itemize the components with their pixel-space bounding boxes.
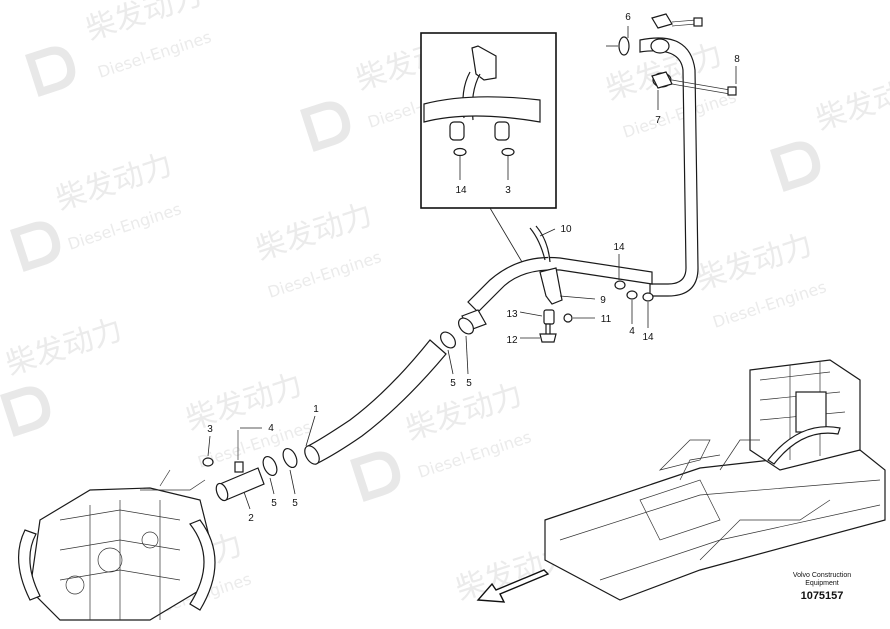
- watermark-logo: [10, 221, 61, 272]
- inset-callout: 3: [505, 185, 511, 196]
- callout-12: 12: [506, 335, 518, 346]
- watermark-text-cn: 柴发动力: [812, 67, 890, 137]
- clamp-5c: [262, 455, 278, 477]
- chassis-frame: [544, 449, 886, 601]
- callout-11: 11: [601, 314, 612, 325]
- inset-pointer: [489, 207, 523, 263]
- callout-13: 13: [506, 309, 518, 320]
- inset-bracket: [471, 45, 497, 81]
- leader-lines: [207, 26, 737, 510]
- inset-callout: 14: [455, 185, 467, 196]
- flexible-hose-1: [307, 339, 447, 465]
- fitting-on-pipe: [234, 461, 244, 473]
- callout-1: 1: [313, 404, 319, 415]
- inset-fitting-left: [449, 121, 465, 141]
- direction-arrow: [476, 569, 550, 603]
- fitting-4: [626, 290, 638, 300]
- callout-9: 9: [600, 295, 606, 306]
- hose-clamp-10: [529, 225, 551, 263]
- bolt-8: [671, 79, 731, 95]
- support-bracket: [539, 267, 563, 305]
- callout-5: 5: [271, 498, 277, 509]
- frame-tube-right: [189, 519, 216, 611]
- nut-11: [563, 313, 573, 323]
- callout-7: 7: [655, 115, 661, 126]
- fitting-14-lower: [642, 292, 654, 302]
- transmission-illustration: [17, 469, 216, 621]
- watermark-logo: [25, 46, 76, 97]
- callout-5: 5: [466, 378, 472, 389]
- watermark-logo: [770, 141, 821, 192]
- detail-inset: 14 3: [420, 32, 557, 263]
- inset-seal-3: [501, 147, 515, 157]
- watermark-text-cn: 柴发动力: [2, 312, 127, 382]
- inset-seal-14: [453, 147, 467, 157]
- callout-14: 14: [642, 332, 654, 343]
- caption-subtitle: Equipment: [805, 580, 839, 587]
- battery-box: [795, 391, 827, 433]
- bolt-12: [539, 323, 557, 343]
- callout-14: 14: [613, 242, 625, 253]
- o-ring-6: [618, 36, 630, 56]
- chassis-illustration: [544, 359, 886, 601]
- chassis-hose: [767, 426, 841, 465]
- caption-company: Volvo Construction: [793, 572, 851, 579]
- document-number: 1075157: [801, 590, 844, 602]
- short-pipe-end: [215, 482, 229, 502]
- callout-8: 8: [734, 54, 740, 65]
- inset-fitting-right: [494, 121, 510, 141]
- callout-2: 2: [248, 513, 254, 524]
- callout-4: 4: [268, 423, 274, 434]
- frame-tube: [17, 529, 41, 601]
- clamp-5b: [458, 317, 474, 335]
- watermark-logo: [0, 386, 51, 437]
- clamp-5a: [440, 331, 456, 349]
- callout-5: 5: [450, 378, 456, 389]
- inset-hose: [423, 96, 541, 123]
- upper-hose: [467, 256, 653, 313]
- callout-4: 4: [629, 326, 635, 337]
- hose-end-1: [304, 445, 320, 465]
- bolt-head-8: [727, 86, 737, 96]
- document-caption: Volvo Construction Equipment 1075157: [793, 572, 851, 602]
- clamp-5d: [282, 447, 298, 469]
- watermark-logo: [300, 101, 351, 152]
- pipe-flange-top: [650, 38, 670, 54]
- watermark-logo: [350, 451, 401, 502]
- callout-10: 10: [560, 224, 572, 235]
- fitting-14-top: [614, 280, 626, 290]
- bolt-top: [671, 19, 697, 27]
- callout-numbers: 1 2 3 4 5 5 5 5 6 7 8 9 10 11 12 13 14 4…: [207, 12, 740, 524]
- callout-3: 3: [207, 424, 213, 435]
- bolt-head-top: [693, 17, 703, 27]
- hose-assembly: [202, 13, 737, 502]
- top-clamp-6: [651, 13, 673, 29]
- seal-3: [202, 457, 214, 467]
- spacer-13: [543, 309, 555, 325]
- callout-5: 5: [292, 498, 298, 509]
- callout-6: 6: [625, 12, 631, 23]
